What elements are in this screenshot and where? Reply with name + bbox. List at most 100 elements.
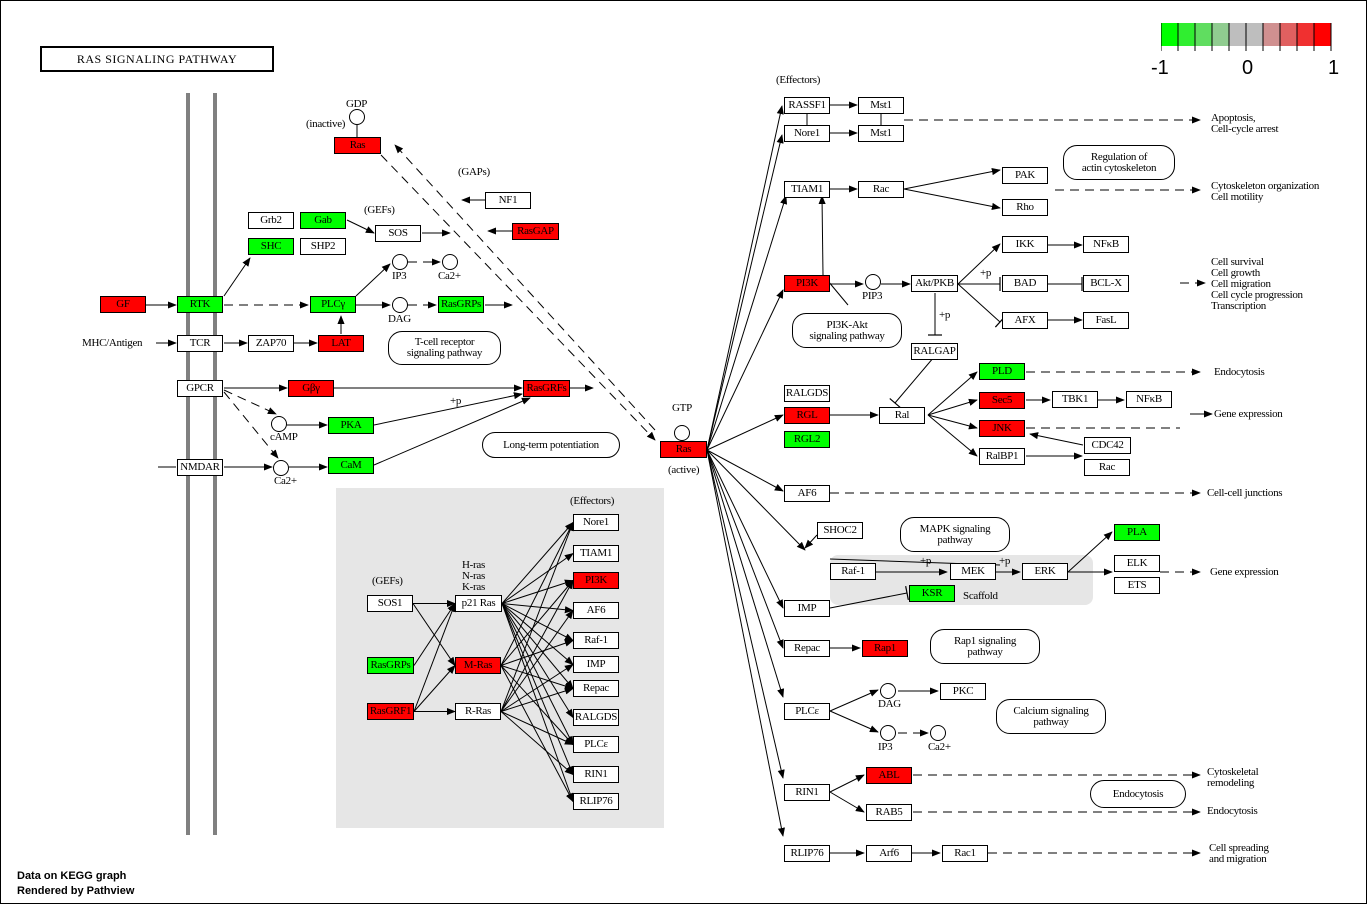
gene-node-mst1a[interactable]: Mst1 [858, 97, 904, 114]
gene-node-imp[interactable]: IMP [784, 600, 830, 617]
pathway-link-tcell[interactable]: T-cell receptor signaling pathway [388, 331, 501, 365]
gene-node-nfkb2[interactable]: NFκB [1126, 391, 1172, 408]
gene-node-nmdar[interactable]: NMDAR [177, 459, 223, 476]
pathway-link-ltp[interactable]: Long-term potentiation [482, 432, 620, 458]
pathway-link-actin[interactable]: Regulation of actin cytoskeleton [1063, 145, 1175, 180]
pathway-link-rap1p[interactable]: Rap1 signaling pathway [930, 629, 1040, 664]
gene-node-e-ralgds[interactable]: RALGDS [573, 709, 619, 726]
gene-node-mst1b[interactable]: Mst1 [858, 125, 904, 142]
gene-node-rras[interactable]: R-Ras [455, 703, 501, 720]
gtp-circle[interactable] [674, 425, 690, 441]
gene-node-sec5[interactable]: Sec5 [979, 392, 1025, 409]
dag-compound[interactable] [392, 297, 408, 313]
gene-node-mras[interactable]: M-Ras [455, 657, 501, 674]
gene-node-shoc2[interactable]: SHOC2 [817, 522, 863, 539]
pathway-link-mapk[interactable]: MAPK signaling pathway [900, 517, 1010, 552]
gene-node-afx[interactable]: AFX [1002, 312, 1048, 329]
gene-node-tbk1[interactable]: TBK1 [1052, 391, 1098, 408]
ca2-compound[interactable] [273, 460, 289, 476]
gene-node-ral[interactable]: Ral [879, 407, 925, 424]
gene-node-ksr[interactable]: KSR [909, 585, 955, 602]
gene-node-akt[interactable]: Akt/PKB [911, 275, 958, 292]
gene-node-rgl[interactable]: RGL [784, 407, 830, 424]
gene-node-bad[interactable]: BAD [1002, 275, 1048, 292]
gene-node-rac1[interactable]: Rac1 [942, 845, 988, 862]
gene-node-ras-active[interactable]: Ras [660, 441, 707, 458]
gene-node-rab5[interactable]: RAB5 [866, 804, 912, 821]
pathway-link-pi3kakt[interactable]: PI3K-Akt signaling pathway [792, 313, 902, 348]
gene-node-nf1[interactable]: NF1 [485, 192, 531, 209]
gene-node-elk[interactable]: ELK [1114, 555, 1160, 572]
camp-compound[interactable] [271, 416, 287, 432]
gene-node-shc[interactable]: SHC [248, 238, 294, 255]
gene-node-mek[interactable]: MEK [950, 563, 996, 580]
gene-node-e-plce[interactable]: PLCε [573, 736, 619, 753]
gene-node-gab[interactable]: Gab [300, 212, 346, 229]
gene-node-cdc42[interactable]: CDC42 [1084, 437, 1131, 454]
gene-node-e-tiam1[interactable]: TIAM1 [573, 545, 619, 562]
gene-node-cam[interactable]: CaM [328, 457, 374, 474]
ip3b-compound[interactable] [880, 725, 896, 741]
gene-node-jnk[interactable]: JNK [979, 420, 1025, 437]
gene-node-ikk[interactable]: IKK [1002, 236, 1048, 253]
gene-node-grb2[interactable]: Grb2 [248, 212, 294, 229]
gene-node-arf6[interactable]: Arf6 [866, 845, 912, 862]
gene-node-lat[interactable]: LAT [318, 335, 364, 352]
pathway-link-endo[interactable]: Endocytosis [1090, 780, 1186, 808]
gene-node-rasgrps[interactable]: RasGRPs [438, 296, 484, 313]
gene-node-ets[interactable]: ETS [1114, 577, 1160, 594]
gene-node-pld[interactable]: PLD [979, 363, 1025, 380]
gene-node-rin1[interactable]: RIN1 [784, 784, 830, 801]
gene-node-tiam1[interactable]: TIAM1 [784, 181, 830, 198]
gene-node-e-repac[interactable]: Repac [573, 680, 619, 697]
ca3-compound[interactable] [930, 725, 946, 741]
gene-node-pkc[interactable]: PKC [940, 683, 986, 700]
gene-node-rtk[interactable]: RTK [177, 296, 223, 313]
gene-node-pi3k[interactable]: PI3K [784, 275, 830, 292]
gene-node-pla[interactable]: PLA [1114, 524, 1160, 541]
gene-node-bclx[interactable]: BCL-X [1083, 275, 1129, 292]
gene-node-e-pi3k[interactable]: PI3K [573, 572, 619, 589]
gene-node-rasgrf1[interactable]: RasGRF1 [367, 703, 414, 720]
gene-node-nore1[interactable]: Nore1 [784, 125, 830, 142]
gene-node-plcg[interactable]: PLCγ [310, 296, 356, 313]
gene-node-p21ras[interactable]: p21 Ras [455, 595, 502, 612]
pathway-link-calcium[interactable]: Calcium signaling pathway [996, 699, 1106, 734]
gdp-circle[interactable] [349, 109, 365, 125]
gene-node-fasl[interactable]: FasL [1083, 312, 1129, 329]
gene-node-ralgds[interactable]: RALGDS [784, 385, 830, 402]
gene-node-gf[interactable]: GF [100, 296, 146, 313]
gene-node-abl[interactable]: ABL [866, 767, 912, 784]
gene-node-ralbp1[interactable]: RalBP1 [979, 448, 1025, 465]
gene-node-e-raf1[interactable]: Raf-1 [573, 632, 619, 649]
gene-node-nfkb1[interactable]: NFκB [1083, 236, 1129, 253]
gene-node-rac2[interactable]: Rac [1084, 459, 1130, 476]
dag2-compound[interactable] [880, 683, 896, 699]
gene-node-rap1[interactable]: Rap1 [862, 640, 908, 657]
gene-node-sos[interactable]: SOS [375, 225, 421, 242]
gene-node-repac[interactable]: Repac [784, 640, 830, 657]
gene-node-gpcr[interactable]: GPCR [177, 380, 223, 397]
gene-node-pak[interactable]: PAK [1002, 167, 1048, 184]
gene-node-gby[interactable]: Gβγ [288, 380, 334, 397]
gene-node-tcr[interactable]: TCR [177, 335, 223, 352]
gene-node-sos1[interactable]: SOS1 [367, 595, 413, 612]
gene-node-e-imp[interactable]: IMP [573, 656, 619, 673]
gene-node-rlip76[interactable]: RLIP76 [784, 845, 830, 862]
gene-node-pka[interactable]: PKA [328, 417, 374, 434]
pip3-compound[interactable] [865, 274, 881, 290]
gene-node-rassf1[interactable]: RASSF1 [784, 97, 830, 114]
gene-node-e-rlip76[interactable]: RLIP76 [573, 793, 619, 810]
ip3-compound[interactable] [392, 254, 408, 270]
gene-node-af6[interactable]: AF6 [784, 485, 830, 502]
gene-node-erk[interactable]: ERK [1022, 563, 1068, 580]
gene-node-raf1[interactable]: Raf-1 [830, 563, 876, 580]
gene-node-shp2[interactable]: SHP2 [300, 238, 346, 255]
gene-node-zap70[interactable]: ZAP70 [248, 335, 294, 352]
gene-node-ras-inactive[interactable]: Ras [334, 137, 381, 154]
gene-node-rgl2[interactable]: RGL2 [784, 431, 830, 448]
gene-node-plce[interactable]: PLCε [784, 703, 830, 720]
ca-compound[interactable] [442, 254, 458, 270]
gene-node-rac[interactable]: Rac [858, 181, 904, 198]
gene-node-ralgap[interactable]: RALGAP [911, 343, 958, 360]
